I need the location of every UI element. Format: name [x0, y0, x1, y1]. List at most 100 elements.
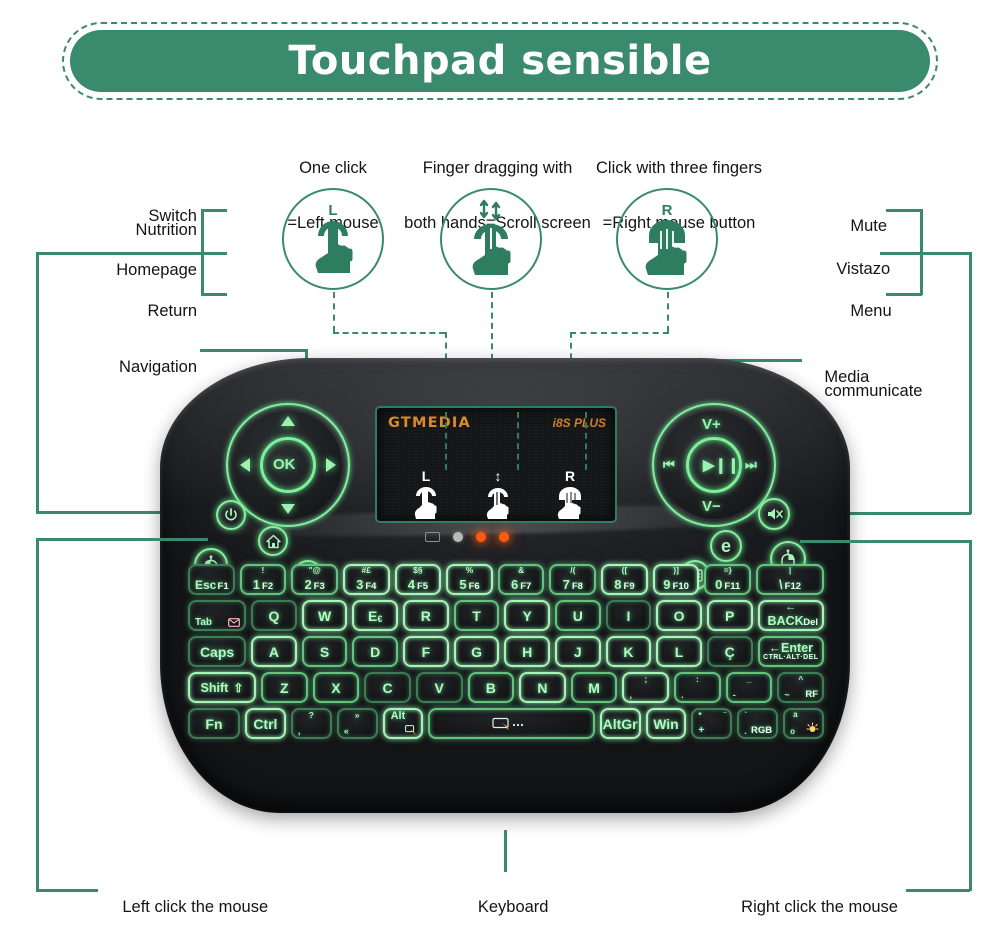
- key-ctrl[interactable]: Ctrl: [244, 708, 286, 739]
- dpad-left-arrow[interactable]: [240, 458, 250, 472]
- key-k[interactable]: K: [605, 636, 652, 667]
- key-l[interactable]: L: [656, 636, 702, 667]
- key-p[interactable]: P: [706, 600, 753, 631]
- key-key[interactable]: ^~RF: [777, 672, 824, 703]
- key-key[interactable]: :.: [674, 672, 721, 703]
- callout-keyboard: Keyboard: [477, 898, 549, 917]
- touchpad-zone-scroll[interactable]: ↕: [467, 468, 529, 519]
- callout-left-click-the-mouse: Left click the mouse: [122, 898, 269, 917]
- key-x[interactable]: X: [312, 672, 360, 703]
- power-button[interactable]: [216, 500, 246, 530]
- home-icon: [265, 534, 281, 548]
- dpad-ok-ring[interactable]: [260, 437, 316, 493]
- key-e[interactable]: E€: [352, 600, 399, 631]
- touchpad[interactable]: GTMEDIA i8S PLUS L ↕: [375, 406, 617, 523]
- dpad-right-arrow[interactable]: [326, 458, 336, 472]
- gesture-circle-right-click: R: [616, 188, 718, 290]
- leader-homepage: [201, 252, 227, 255]
- key-z[interactable]: Z: [260, 672, 308, 703]
- key-a[interactable]: A: [251, 636, 297, 667]
- key-i[interactable]: I: [605, 600, 652, 631]
- key-q[interactable]: Q: [251, 600, 297, 631]
- key-n[interactable]: N: [519, 672, 566, 703]
- key-m[interactable]: M: [570, 672, 618, 703]
- key-key[interactable]: ;,: [622, 672, 670, 703]
- mute-button[interactable]: [758, 498, 790, 530]
- key-h[interactable]: H: [504, 636, 550, 667]
- key-u[interactable]: U: [554, 600, 601, 631]
- mouse-cursor-icon: [405, 725, 416, 735]
- key-c[interactable]: C: [364, 672, 411, 703]
- touchpad-zone-right[interactable]: R: [539, 468, 601, 519]
- media-next-label[interactable]: ⏭: [745, 457, 757, 472]
- leader-media: [702, 359, 802, 362]
- dashed-line-scroll: [491, 292, 493, 370]
- callout-media-line1: Media: [824, 368, 870, 387]
- key-f[interactable]: F: [403, 636, 449, 667]
- dpad-up-arrow[interactable]: [281, 416, 295, 426]
- brightness-icon: [806, 722, 819, 732]
- media-playpause-ring[interactable]: [686, 437, 742, 493]
- key-caps[interactable]: Caps: [188, 636, 247, 667]
- power-icon: [225, 508, 237, 521]
- dashed-line-left-horizontal: [333, 332, 445, 334]
- touchpad-divider-1: [445, 412, 447, 470]
- callout-return: Return: [147, 302, 197, 321]
- one-finger-tap-icon: L: [315, 202, 353, 273]
- media-prev-label[interactable]: ⏮: [663, 457, 675, 472]
- key-key[interactable]: `.RGB: [737, 708, 779, 739]
- key-tab[interactable]: Tab: [188, 600, 247, 631]
- dpad-down-arrow[interactable]: [281, 504, 295, 514]
- key-key[interactable]: *¨+: [691, 708, 733, 739]
- browser-button[interactable]: e: [710, 530, 742, 562]
- bracket-bottom-left: [36, 538, 39, 891]
- key-w[interactable]: W: [301, 600, 348, 631]
- key-v[interactable]: V: [415, 672, 463, 703]
- banner-dashed-border: [62, 22, 938, 100]
- two-finger-drag-icon: [472, 199, 511, 275]
- key-shift[interactable]: Shift⇧: [188, 672, 256, 703]
- key-win[interactable]: Win: [645, 708, 687, 739]
- key-altgr[interactable]: AltGr: [599, 708, 641, 739]
- key-t[interactable]: T: [453, 600, 500, 631]
- key-o[interactable]: O: [656, 600, 702, 631]
- key-j[interactable]: J: [554, 636, 601, 667]
- touchpad-zone-left[interactable]: L: [395, 468, 457, 519]
- home-button[interactable]: [258, 526, 288, 556]
- key-key[interactable]: Ç: [706, 636, 753, 667]
- callout-media-line2: communicate: [824, 382, 923, 401]
- key-r[interactable]: R: [403, 600, 449, 631]
- dashed-line-right-vertical: [667, 292, 669, 332]
- key-key[interactable]: ?,: [290, 708, 332, 739]
- callout-vistazo: Vistazo: [836, 260, 891, 279]
- key-b[interactable]: B: [467, 672, 515, 703]
- key-s[interactable]: S: [301, 636, 348, 667]
- key-g[interactable]: G: [453, 636, 500, 667]
- key-key[interactable]: _-: [725, 672, 773, 703]
- key-key[interactable]: »«: [336, 708, 378, 739]
- key-alt[interactable]: Alt: [382, 708, 424, 739]
- key-d[interactable]: D: [352, 636, 399, 667]
- usb-port-icon: [425, 532, 440, 542]
- model-label: i8S PLUS: [552, 416, 606, 430]
- key-space[interactable]: [428, 708, 595, 739]
- key-y[interactable]: Y: [504, 600, 550, 631]
- key-fn[interactable]: Fn: [188, 708, 240, 739]
- callout-switch-line1: Switch: [148, 207, 197, 226]
- key-key[interactable]: |\F12: [756, 564, 824, 595]
